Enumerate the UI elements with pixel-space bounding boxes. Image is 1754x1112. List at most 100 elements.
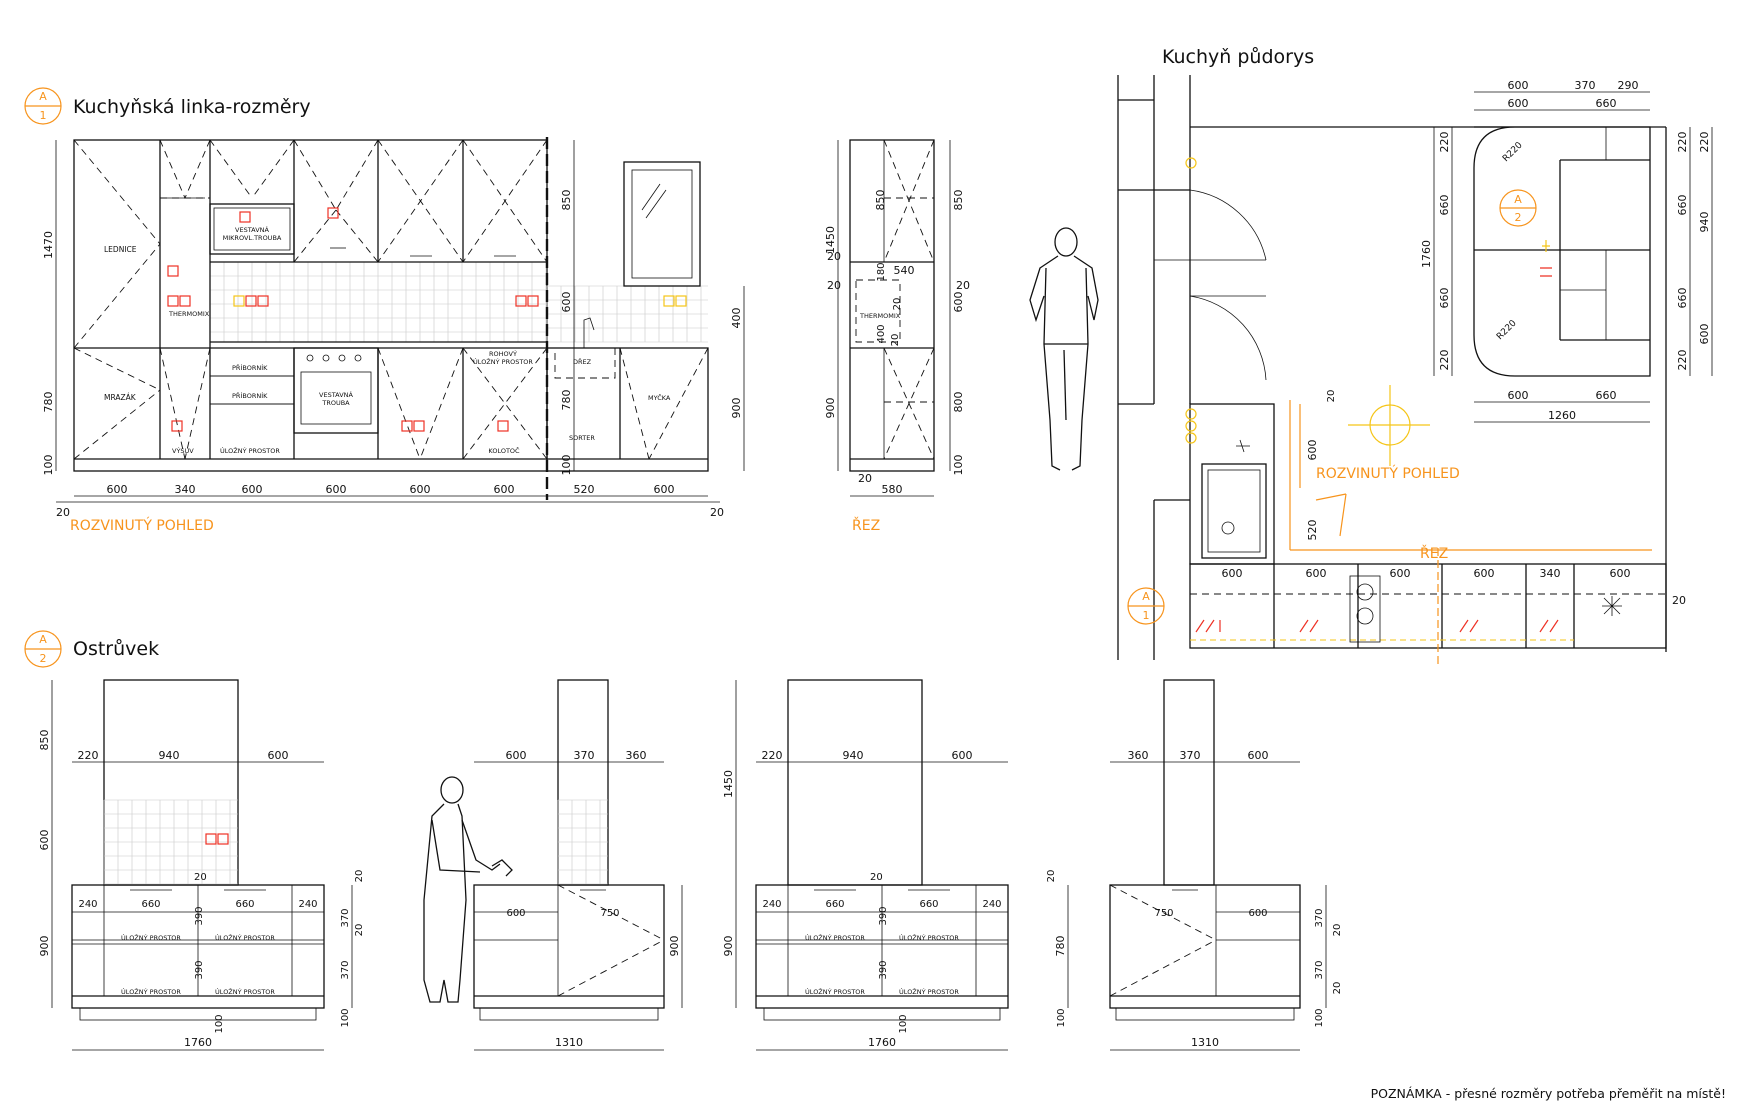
dim-plan-1760: 1760: [1420, 240, 1433, 268]
dim-plan-r2-940: 940: [1698, 212, 1711, 233]
dim-600-rez-r: 600: [952, 292, 965, 313]
dim-plan-top2-660: 660: [1596, 97, 1617, 110]
dim-850-rez-r: 850: [952, 190, 965, 211]
label-i3-storage-3: ÚLOŽNÝ PROSTOR: [805, 987, 865, 996]
dim-20-rez-r: 20: [956, 279, 970, 292]
label-corner-2: ÚLOŽNÝ PROSTOR: [473, 357, 533, 366]
dim-i1-100b: 100: [214, 1014, 225, 1033]
dim-plan-counter: 340: [1540, 567, 1561, 580]
dim-plan-600-side: 600: [1306, 440, 1319, 461]
kitchen-plan: A 2 R220 R220 ROZVINUTÝ POHLED ŘEZ A 1: [1117, 75, 1713, 664]
dim-i3-220: 220: [762, 749, 783, 762]
label-oven-2: TROUBA: [321, 399, 350, 407]
section-label-a1: ŘEZ: [852, 517, 880, 534]
dim-plan-counter: 600: [1390, 567, 1411, 580]
dim-plan-220b: 220: [1438, 350, 1451, 371]
dim-800-rez-r: 800: [952, 392, 965, 413]
dim-i1-940: 940: [159, 749, 180, 762]
dim-i1-240b: 240: [298, 899, 317, 910]
dim-plan-b-600: 600: [1508, 389, 1529, 402]
dim-i4-20a: 20: [1332, 924, 1343, 937]
dim-a1-bottom: 520: [574, 483, 595, 496]
dim-i3-940: 940: [843, 749, 864, 762]
dim-i1-390b: 390: [194, 960, 205, 979]
dim-i1-390a: 390: [194, 906, 205, 925]
dim-100-rez-r: 100: [952, 455, 965, 476]
island-elevation-4: 360 370 600 750 600 780 100 370 370 100 …: [1054, 679, 1343, 1051]
dim-600-mid: 600: [560, 292, 573, 313]
title-a2: Ostrůvek: [73, 638, 159, 660]
label-i1-storage-1: ÚLOŽNÝ PROSTOR: [121, 933, 181, 942]
label-cutlery-1: PŘÍBORNÍK: [232, 363, 268, 372]
dim-a1-bottom: 340: [175, 483, 196, 496]
dim-20-rez-in: 20: [892, 298, 903, 311]
label-thermomix-rez: THERMOMIX: [859, 312, 901, 320]
dim-plan-220a: 220: [1438, 132, 1451, 153]
dim-i1-850: 850: [38, 730, 51, 751]
label-sorter: SORTER: [569, 434, 595, 442]
island2-tiles: [557, 799, 608, 885]
dim-1450-rez: 1450: [824, 226, 837, 254]
dim-20-left: 20: [56, 506, 70, 519]
dim-i3-600: 600: [952, 749, 973, 762]
dim-i3-240a: 240: [762, 899, 781, 910]
dim-i4-370: 370: [1180, 749, 1201, 762]
dim-20-right: 20: [710, 506, 724, 519]
dim-540-rez: 540: [894, 264, 915, 277]
dim-180-rez: 180: [876, 262, 887, 281]
dim-a1-bottom: 600: [654, 483, 675, 496]
dim-20-rez-in2: 20: [890, 334, 901, 347]
label-i3-storage-1: ÚLOŽNÝ PROSTOR: [805, 933, 865, 942]
dim-plan-b-1260: 1260: [1548, 409, 1576, 422]
dim-i4-600b: 600: [1248, 908, 1267, 919]
dim-plan-r2-220: 220: [1698, 132, 1711, 153]
dim-850-rez-in: 850: [874, 190, 887, 211]
dim-plan-counter: 600: [1222, 567, 1243, 580]
dim-i2-1310: 1310: [555, 1036, 583, 1049]
dim-580-rez: 580: [882, 483, 903, 496]
section-label-plan: ŘEZ: [1420, 545, 1448, 562]
dim-i2-600: 600: [506, 749, 527, 762]
dim-i3-660b: 660: [919, 899, 938, 910]
dim-100-mid: 100: [560, 455, 573, 476]
person-figure-woman: [423, 776, 513, 1003]
dim-400: 400: [730, 308, 743, 329]
label-corner-1: ROHOVÝ: [489, 349, 517, 358]
dim-20-rez-a: 20: [827, 250, 841, 263]
dim-i1-660b: 660: [235, 899, 254, 910]
dim-i1-20a: 20: [354, 870, 365, 883]
dim-plan-top-600: 600: [1508, 79, 1529, 92]
dim-a1-bottom: 600: [242, 483, 263, 496]
dim-plan-660a: 660: [1438, 195, 1451, 216]
dim-plan-counter: 600: [1610, 567, 1631, 580]
dim-i4-370a: 370: [1314, 908, 1325, 927]
dim-i2-750: 750: [600, 908, 619, 919]
label-dishwasher: MYČKA: [648, 393, 671, 402]
dim-a1-bottom: 600: [494, 483, 515, 496]
label-microwave-2: MIKROVL.TROUBA: [223, 234, 282, 242]
label-storage: ÚLOŽNÝ PROSTOR: [220, 446, 280, 455]
person-figure-man: [1029, 227, 1099, 471]
dim-i1-600: 600: [268, 749, 289, 762]
label-oven-1: VESTAVNÁ: [319, 390, 353, 399]
dim-i4-600: 600: [1248, 749, 1269, 762]
dim-i1-20b: 20: [354, 924, 365, 937]
view-label-plan: ROZVINUTÝ POHLED: [1316, 465, 1460, 482]
label-i1-storage-4: ÚLOŽNÝ PROSTOR: [215, 987, 275, 996]
dim-i3-390b: 390: [878, 960, 889, 979]
dim-i3-900: 900: [722, 936, 735, 957]
island-elevation-1: 240 660 660 240 ÚLOŽNÝ PROSTOR ÚLOŽNÝ PR…: [38, 679, 365, 1051]
dim-900: 900: [730, 398, 743, 419]
dim-850-mid: 850: [560, 190, 573, 211]
dim-i1-1760: 1760: [184, 1036, 212, 1049]
dim-plan-counter: 600: [1474, 567, 1495, 580]
label-fridge: LEDNICE: [104, 245, 137, 254]
dim-plan-r-660a: 660: [1676, 195, 1689, 216]
radius-2: R220: [1495, 318, 1519, 342]
title-block-a2: A 2 Ostrůvek: [24, 630, 159, 668]
dim-780-mid: 780: [560, 390, 573, 411]
tag-letter: A: [39, 90, 47, 103]
dim-a1-bottom: 600: [326, 483, 347, 496]
backsplash-tiles: [209, 261, 708, 343]
